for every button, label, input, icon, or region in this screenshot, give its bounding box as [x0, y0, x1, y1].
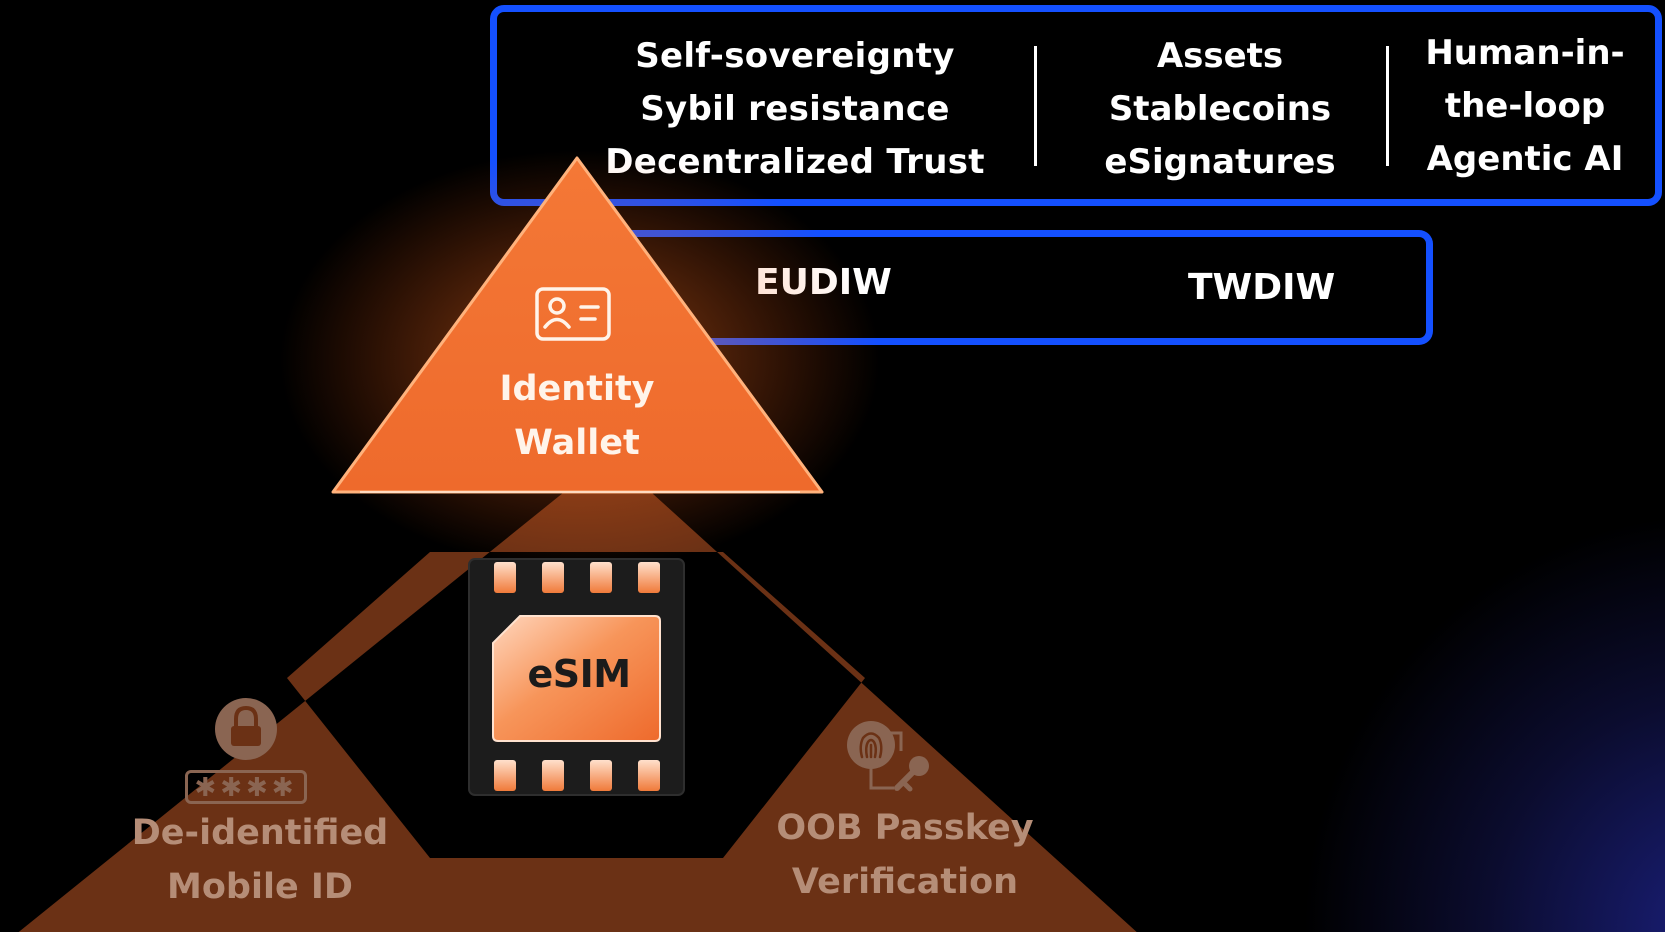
base-triangle [18, 455, 1137, 932]
passkey-label: OOB Passkey Verification [776, 808, 1034, 902]
column-divider [1034, 46, 1037, 166]
asset-item: Assets [1156, 36, 1284, 76]
asset-types-list: Assets Stablecoins eSignatures [1085, 30, 1355, 189]
sim-chip-icon [468, 558, 685, 796]
trust-item: Self-sovereignty [635, 36, 955, 76]
identity-wallet-label: Identity Wallet [499, 369, 655, 463]
trust-item: Sybil resistance [640, 89, 950, 129]
fingerprint-key-icon [847, 721, 929, 792]
esim-label: eSIM [527, 652, 631, 696]
asset-item: eSignatures [1104, 142, 1336, 182]
ai-item: Agentic AI [1426, 139, 1624, 179]
id-card-icon [535, 287, 611, 341]
twdiw-label: TWDIW [1188, 267, 1336, 308]
mobile-id-label: De-identified Mobile ID [131, 813, 389, 907]
ai-item: Human-in- [1425, 33, 1625, 73]
lock-icon [215, 698, 277, 760]
ai-list: Human-in- the-loop Agentic AI [1410, 27, 1640, 186]
asset-item: Stablecoins [1108, 89, 1332, 129]
ai-item: the-loop [1444, 86, 1606, 126]
masked-id-stars: ✱✱✱✱ [185, 770, 307, 804]
column-divider [1386, 46, 1389, 166]
